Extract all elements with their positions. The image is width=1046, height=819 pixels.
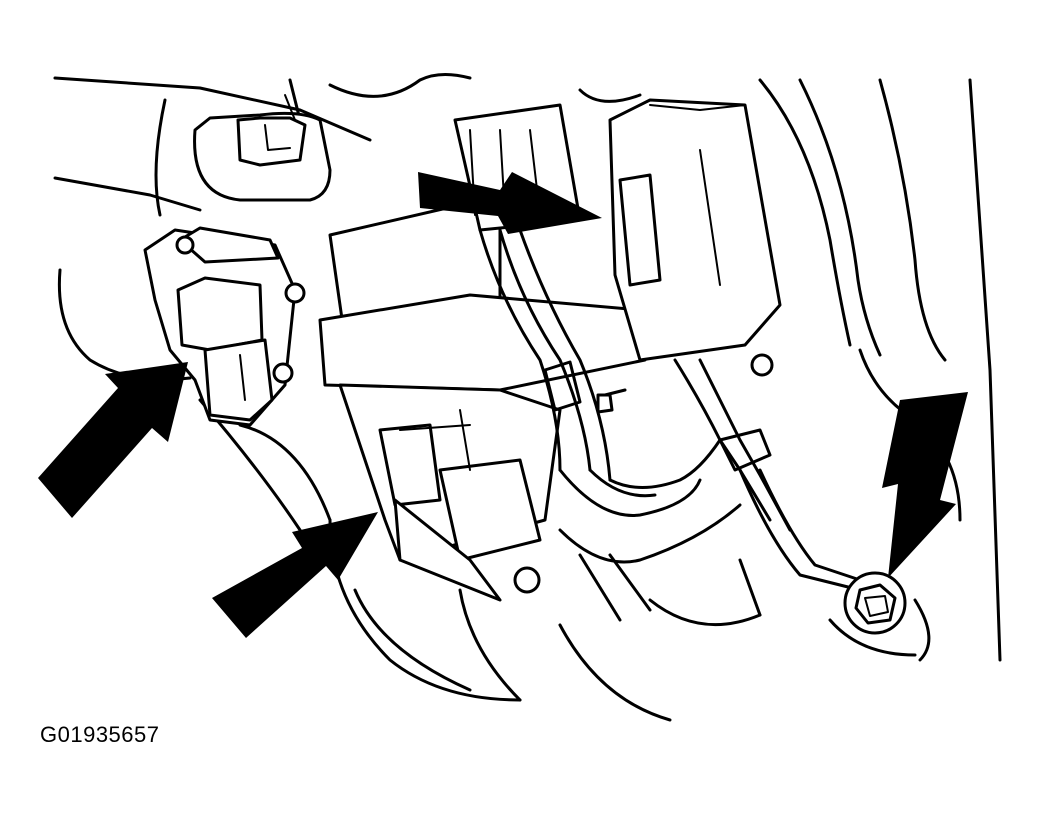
- left-sensor: [143, 226, 306, 427]
- figure-id-label: G01935657: [40, 722, 160, 747]
- arrow-to-upper-connector: [418, 172, 602, 234]
- arrow-to-ground-bolt: [882, 392, 968, 578]
- arrow-to-left-sensor: [38, 362, 188, 518]
- arrow-to-module: [212, 512, 378, 638]
- wiring-harness: [478, 228, 862, 622]
- ground-bolt: [843, 571, 907, 635]
- right-connector: [608, 98, 782, 377]
- upper-mount-clip: [193, 94, 332, 202]
- pointer-arrows: [38, 172, 968, 638]
